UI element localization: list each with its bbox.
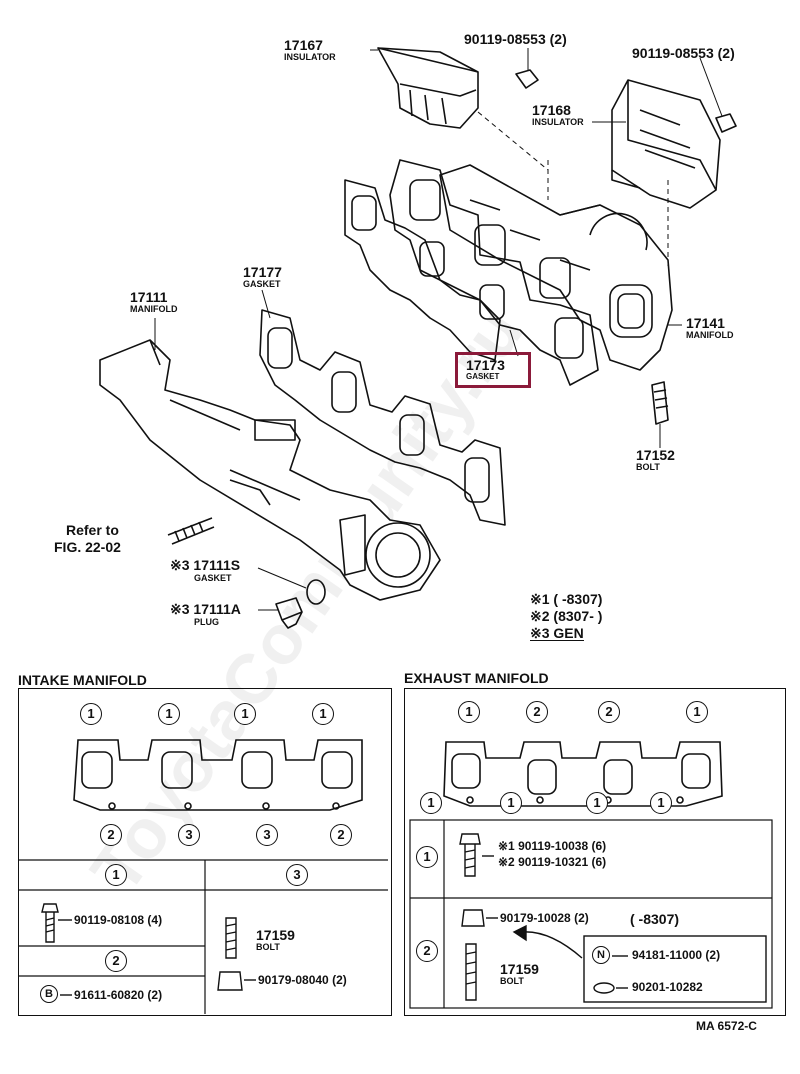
exhaust-bolt-90119-10321: ※2 90119-10321 (6)	[498, 855, 607, 869]
exhaust-top-mark-4: 1	[686, 701, 708, 723]
exhaust-gasket-17173	[389, 159, 599, 386]
exhaust-section-title: EXHAUST MANIFOLD	[404, 670, 549, 686]
part-17173-name: GASKET	[466, 372, 500, 381]
exhaust-washer-90201-10282: 90201-10282	[632, 980, 703, 994]
intake-top-mark-4: 1	[312, 703, 334, 725]
bolt-90119-08553-label-1: 90119-08553 (2)	[464, 31, 567, 47]
legend-note-1: ※1 ( -8307)	[530, 591, 603, 607]
refer-figure: FIG. 22-02	[54, 539, 121, 555]
part-17168-number: 17168	[532, 102, 571, 118]
part-17177-number: 17177	[243, 264, 282, 280]
part-17111s-number: ※3 17111S	[170, 557, 241, 573]
gasket-upper	[344, 179, 505, 361]
washer-b-mark: B	[40, 985, 58, 1003]
insulator-17167	[377, 47, 479, 129]
legend-note-2: ※2 (8307- )	[530, 608, 603, 624]
part-17173-number: 17173	[466, 357, 505, 373]
exhaust-panel	[404, 688, 786, 1016]
intake-bolt-90119-08108: 90119-08108 (4)	[74, 913, 163, 927]
exhaust-bolt-90119-10038: ※1 90119-10038 (6)	[498, 839, 607, 853]
exhaust-row-mark-2: 2	[416, 940, 438, 962]
part-17111s-name: GASKET	[194, 573, 232, 583]
part-17177-name: GASKET	[243, 279, 281, 289]
intake-panel	[18, 688, 392, 1016]
exhaust-manifold-17141	[439, 164, 673, 371]
studs-and-fasteners	[167, 69, 737, 629]
intake-top-mark-1: 1	[80, 703, 102, 725]
intake-stud-name: BOLT	[256, 942, 280, 952]
exhaust-top-mark-2: 2	[526, 701, 548, 723]
exhaust-top-mark-1: 1	[458, 701, 480, 723]
part-17152-name: BOLT	[636, 462, 660, 472]
intake-bottom-mark-3: 3	[256, 824, 278, 846]
intake-washer-91611-60820: 91611-60820 (2)	[74, 988, 163, 1002]
intake-section-title: INTAKE MANIFOLD	[18, 672, 147, 688]
exhaust-row-mark-1: 1	[416, 846, 438, 868]
intake-nut-90179-08040: 90179-08040 (2)	[258, 973, 347, 987]
exhaust-nut-94181-11000: 94181-11000 (2)	[632, 948, 721, 962]
part-17141-number: 17141	[686, 315, 725, 331]
part-17111a-number: ※3 17111A	[170, 601, 241, 617]
intake-header-mark-3: 3	[286, 864, 308, 886]
legend-note-3: ※3 GEN	[530, 625, 584, 641]
insulator-17168	[611, 79, 721, 209]
intake-bottom-mark-4: 2	[330, 824, 352, 846]
intake-bottom-mark-2: 3	[178, 824, 200, 846]
intake-header-mark-1: 1	[105, 864, 127, 886]
exhaust-stud-name: BOLT	[500, 976, 524, 986]
part-17167-number: 17167	[284, 37, 323, 53]
highlight-box-17173	[455, 352, 531, 388]
intake-top-mark-2: 1	[158, 703, 180, 725]
intake-top-mark-3: 1	[234, 703, 256, 725]
intake-stud-17159: 17159	[256, 927, 295, 943]
exhaust-top-mark-3: 2	[598, 701, 620, 723]
exhaust-nut-date: ( -8307)	[630, 911, 680, 927]
part-17168-name: INSULATOR	[532, 117, 584, 127]
exhaust-bottom-mark-2: 1	[500, 792, 522, 814]
intake-manifold-17111	[99, 339, 441, 601]
part-17111-number: 17111	[130, 289, 168, 305]
part-17111-name: MANIFOLD	[130, 304, 178, 314]
part-17152-number: 17152	[636, 447, 675, 463]
intake-header-mark-2: 2	[105, 950, 127, 972]
exhaust-bottom-mark-1: 1	[420, 792, 442, 814]
part-17167-name: INSULATOR	[284, 52, 336, 62]
exhaust-stud-17159: 17159	[500, 961, 539, 977]
intake-bottom-mark-1: 2	[100, 824, 122, 846]
bolt-90119-08553-label-2: 90119-08553 (2)	[632, 45, 735, 61]
exhaust-bottom-mark-4: 1	[650, 792, 672, 814]
part-17141-name: MANIFOLD	[686, 330, 734, 340]
refer-text: Refer to	[66, 522, 119, 538]
exhaust-bottom-mark-3: 1	[586, 792, 608, 814]
exhaust-nut-90179-10028: 90179-10028 (2)	[500, 911, 589, 925]
illustration-code: MA 6572-C	[696, 1019, 757, 1033]
part-17111a-name: PLUG	[194, 617, 220, 627]
intake-gasket-17177	[259, 309, 506, 526]
nut-n-mark: N	[592, 946, 610, 964]
